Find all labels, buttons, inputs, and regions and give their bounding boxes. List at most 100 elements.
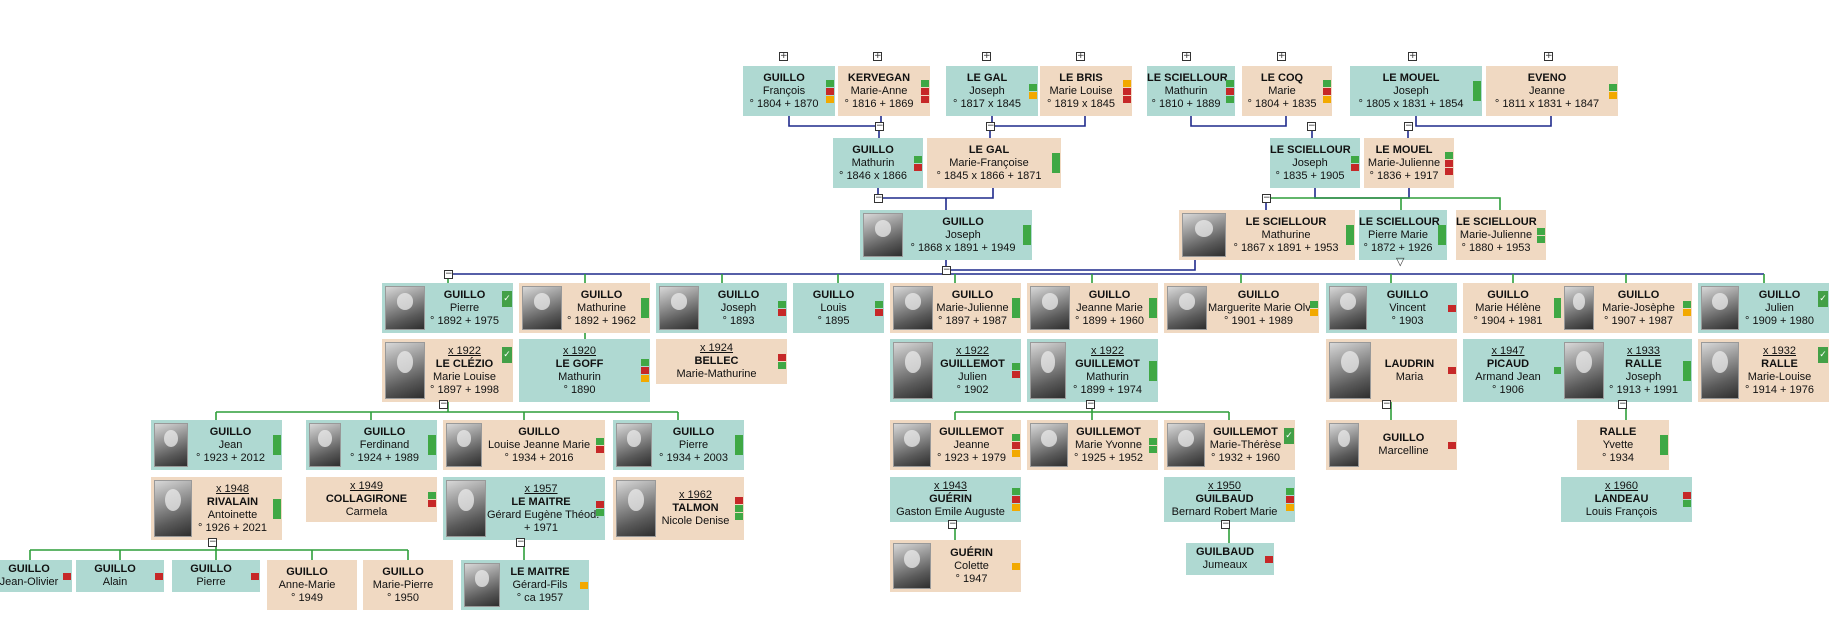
collapse-minus-icon[interactable]: −: [1307, 121, 1316, 131]
collapse-minus-icon[interactable]: −: [874, 193, 883, 203]
surname: GUILBAUD: [1195, 493, 1254, 505]
collapse-minus-icon[interactable]: −: [1382, 399, 1391, 409]
collapse-minus-icon[interactable]: −: [439, 399, 448, 409]
source-flag-green: [875, 300, 883, 308]
surname: GUILLEMOT: [939, 425, 1004, 438]
expand-plus-icon[interactable]: +: [1182, 51, 1191, 61]
life-dates: ° 1914 + 1976: [1745, 383, 1814, 396]
expand-triangle-icon[interactable]: ▽: [1396, 255, 1405, 268]
expand-plus-icon[interactable]: +: [1408, 51, 1417, 61]
collapse-minus-icon[interactable]: −: [444, 269, 453, 279]
collapse-minus-icon[interactable]: −: [208, 537, 217, 547]
ancestor-link: [877, 188, 994, 199]
collapse-minus-icon[interactable]: −: [1086, 399, 1095, 409]
life-dates: ° 1903: [1391, 314, 1424, 327]
given-name: Vincent: [1389, 301, 1426, 314]
expand-plus-icon[interactable]: +: [1076, 51, 1085, 61]
expand-plus-icon[interactable]: +: [779, 51, 788, 61]
collapse-minus-icon[interactable]: −: [948, 519, 957, 529]
surname: GUILLO: [1386, 288, 1429, 301]
collapse-minus-icon[interactable]: −: [1221, 519, 1230, 529]
expand-plus-icon[interactable]: +: [1544, 51, 1553, 61]
collapse-minus-icon[interactable]: −: [516, 537, 525, 547]
collapse-minus-icon[interactable]: −: [1262, 193, 1271, 203]
collapse-minus-icon[interactable]: −: [942, 265, 951, 275]
expand-plus-icon[interactable]: +: [873, 51, 882, 61]
given-name: Yvette: [1602, 438, 1634, 451]
collapse-minus-icon[interactable]: −: [1404, 121, 1413, 131]
collapse-minus-icon[interactable]: −: [1618, 399, 1627, 409]
life-dates: ° 1906: [1492, 383, 1524, 396]
sibling-link: [1266, 197, 1501, 210]
collapse-minus-icon[interactable]: −: [986, 121, 995, 131]
collapse-minus-icon[interactable]: −: [875, 121, 884, 131]
expand-plus-icon[interactable]: +: [982, 51, 991, 61]
expand-plus-icon[interactable]: +: [1277, 51, 1286, 61]
surname: PICAUD: [1486, 357, 1530, 370]
